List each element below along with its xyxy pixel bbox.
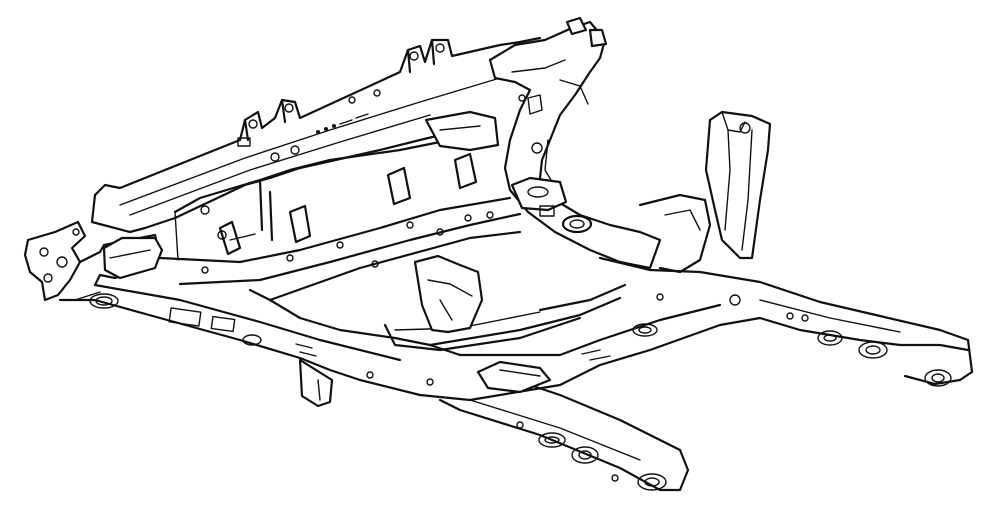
front-crossmember bbox=[58, 283, 472, 408]
right-rear-arm bbox=[424, 16, 662, 270]
center-boss bbox=[510, 176, 593, 234]
center-crossbeam bbox=[158, 152, 522, 302]
right-front-extension bbox=[438, 360, 690, 492]
left-side-rail bbox=[90, 36, 542, 234]
center-pan bbox=[268, 254, 627, 352]
right-rear-tower bbox=[638, 110, 772, 274]
rear-inner-panel bbox=[173, 138, 452, 261]
left-front-mount bbox=[23, 220, 164, 302]
right-rail bbox=[428, 256, 974, 402]
